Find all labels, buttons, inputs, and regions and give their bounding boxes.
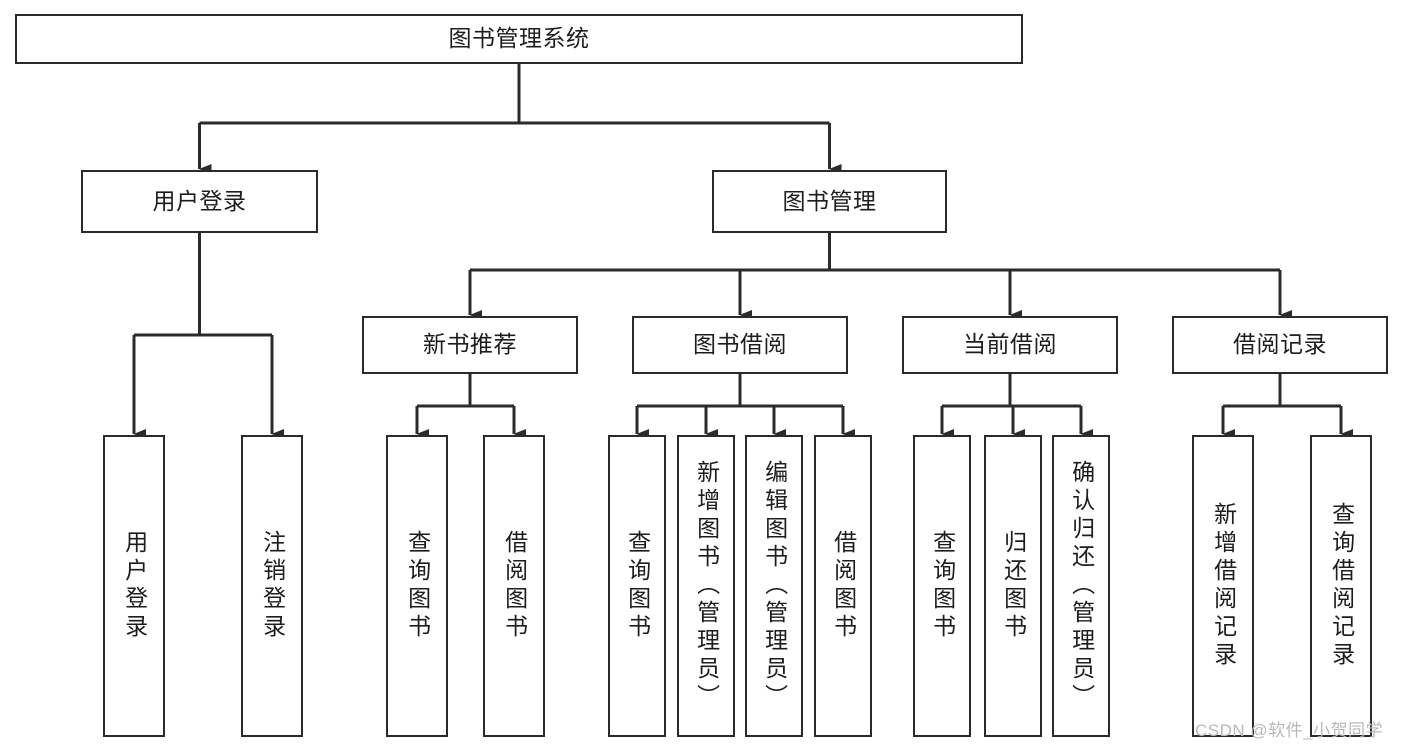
node-l4-c3[interactable]: 编辑图书（管理员） [745,435,803,737]
node-l2-manage[interactable]: 图书管理 [712,170,947,233]
node-label: 借阅记录 [1233,331,1327,358]
node-l3-newbook[interactable]: 新书推荐 [362,316,578,374]
node-label: 用户登录 [152,187,247,214]
node-label: 新增借阅记录 [1210,502,1237,670]
node-label: 用户登录 [121,530,148,642]
node-label: 新增图书（管理员） [693,460,720,712]
node-l2-login[interactable]: 用户登录 [81,170,318,233]
node-label: 编辑图书（管理员） [761,460,788,712]
node-label: 查询图书 [929,530,956,642]
node-l3-record[interactable]: 借阅记录 [1172,316,1388,374]
node-label: 注销登录 [259,530,286,642]
node-label: 新书推荐 [423,331,517,358]
csdn-watermark: CSDN @软件_小贺同学 [1195,721,1384,740]
node-label: 借阅图书 [501,530,528,642]
node-l3-current[interactable]: 当前借阅 [902,316,1118,374]
node-l4-b1[interactable]: 查询图书 [386,435,448,737]
node-label: 图书管理 [782,187,877,214]
node-l4-c1[interactable]: 查询图书 [608,435,666,737]
node-l4-a1[interactable]: 用户登录 [103,435,165,737]
node-root[interactable]: 图书管理系统 [15,14,1023,64]
node-l4-c2[interactable]: 新增图书（管理员） [677,435,735,737]
node-l4-a2[interactable]: 注销登录 [241,435,303,737]
node-l4-c4[interactable]: 借阅图书 [814,435,872,737]
node-l4-d2[interactable]: 归还图书 [984,435,1042,737]
node-l4-b2[interactable]: 借阅图书 [483,435,545,737]
node-label: 归还图书 [1000,530,1027,642]
node-label: 当前借阅 [963,331,1057,358]
node-label: 查询借阅记录 [1328,502,1355,670]
node-label: 确认归还（管理员） [1068,460,1095,712]
node-l3-borrow[interactable]: 图书借阅 [632,316,848,374]
node-l4-d3[interactable]: 确认归还（管理员） [1052,435,1110,737]
node-l4-e2[interactable]: 查询借阅记录 [1310,435,1372,737]
node-label: 图书借阅 [693,331,787,358]
node-label: 图书管理系统 [448,25,590,52]
node-l4-d1[interactable]: 查询图书 [913,435,971,737]
node-label: 查询图书 [624,530,651,642]
node-label: 借阅图书 [830,530,857,642]
node-l4-e1[interactable]: 新增借阅记录 [1192,435,1254,737]
node-label: 查询图书 [404,530,431,642]
